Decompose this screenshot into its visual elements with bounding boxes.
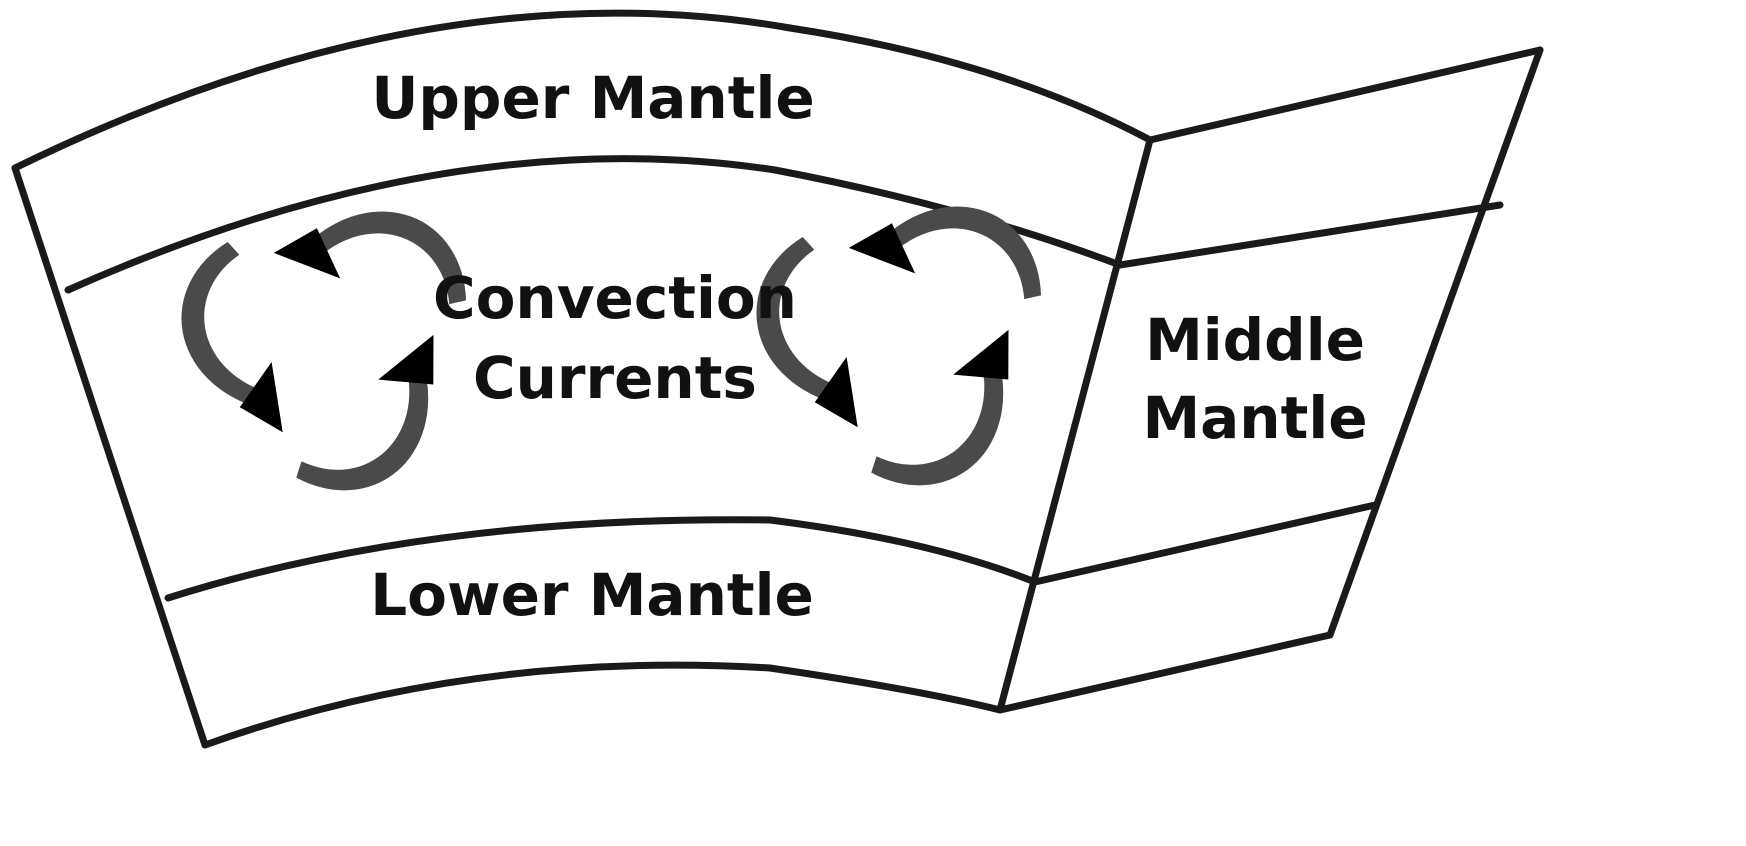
middle-mantle-label-line1: Middle (1145, 306, 1365, 374)
middle-mantle-label-line2: Mantle (1142, 384, 1367, 452)
convection-currents-label-line1: Convection (433, 264, 797, 332)
slab-bottom-edge (201, 631, 1334, 749)
slab-back-right-edge (1326, 46, 1544, 639)
slab-top-edge (11, 9, 1544, 172)
lower-mantle-boundary (164, 501, 1379, 602)
slab-front-right-edge (996, 136, 1154, 714)
convection-currents-label-line2: Currents (473, 344, 757, 412)
lower-mantle-label: Lower Mantle (370, 561, 814, 629)
circular-cycle-arrows-icon (181, 211, 467, 491)
slab-left-edge (11, 164, 209, 749)
circular-cycle-arrows-icon (756, 206, 1042, 486)
upper-mantle-label: Upper Mantle (371, 64, 814, 132)
